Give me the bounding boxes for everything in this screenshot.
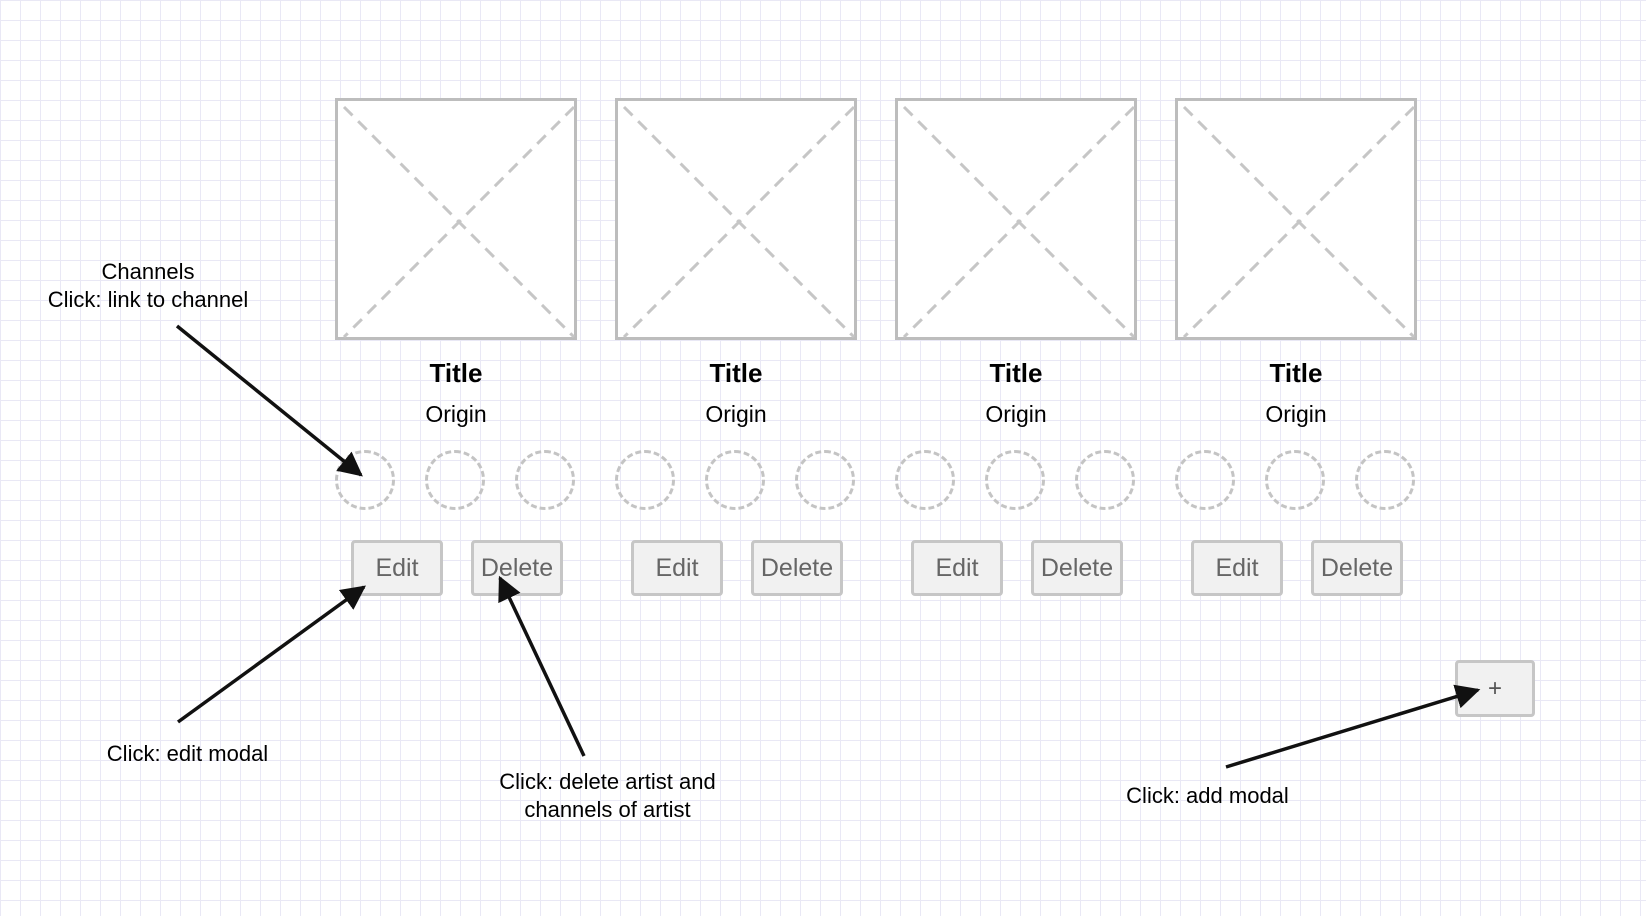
edit-button[interactable]: Edit xyxy=(631,540,723,596)
annotation-delete: Click: delete artist and channels of art… xyxy=(499,769,716,822)
channel-link-3[interactable] xyxy=(515,450,575,510)
channel-link-1[interactable] xyxy=(335,450,395,510)
channel-link-2[interactable] xyxy=(425,450,485,510)
channel-link-1[interactable] xyxy=(1175,450,1235,510)
arrow-delete xyxy=(498,575,586,757)
channel-link-1[interactable] xyxy=(895,450,955,510)
image-placeholder xyxy=(335,98,577,340)
card-origin: Origin xyxy=(425,401,487,427)
card-title: Title xyxy=(1269,358,1323,388)
card-origin: Origin xyxy=(1265,401,1327,427)
delete-button[interactable]: Delete xyxy=(1311,540,1403,596)
channel-link-2[interactable] xyxy=(705,450,765,510)
image-placeholder-icon xyxy=(902,105,1136,339)
channel-link-3[interactable] xyxy=(1355,450,1415,510)
arrow-add xyxy=(1225,684,1481,769)
delete-button[interactable]: Delete xyxy=(1031,540,1123,596)
channel-link-3[interactable] xyxy=(1075,450,1135,510)
channel-link-1[interactable] xyxy=(615,450,675,510)
delete-button[interactable]: Delete xyxy=(751,540,843,596)
edit-button[interactable]: Edit xyxy=(1191,540,1283,596)
annotation-edit: Click: edit modal xyxy=(106,741,269,766)
channel-link-2[interactable] xyxy=(985,450,1045,510)
card-title: Title xyxy=(709,358,763,388)
add-artist-button[interactable]: + xyxy=(1455,660,1535,717)
annotation-add: Click: add modal xyxy=(1126,783,1289,808)
card-origin: Origin xyxy=(985,401,1047,427)
card-title: Title xyxy=(989,358,1043,388)
image-placeholder xyxy=(1175,98,1417,340)
annotation-channels: Channels Click: link to channel xyxy=(47,259,249,312)
image-placeholder-icon xyxy=(342,105,576,339)
delete-button[interactable]: Delete xyxy=(471,540,563,596)
channel-link-3[interactable] xyxy=(795,450,855,510)
channel-link-2[interactable] xyxy=(1265,450,1325,510)
image-placeholder xyxy=(615,98,857,340)
card-title: Title xyxy=(429,358,483,388)
arrow-channels xyxy=(175,324,363,477)
image-placeholder xyxy=(895,98,1137,340)
card-origin: Origin xyxy=(705,401,767,427)
image-placeholder-icon xyxy=(1182,105,1416,339)
edit-button[interactable]: Edit xyxy=(351,540,443,596)
edit-button[interactable]: Edit xyxy=(911,540,1003,596)
image-placeholder-icon xyxy=(622,105,856,339)
arrow-edit xyxy=(176,585,366,724)
